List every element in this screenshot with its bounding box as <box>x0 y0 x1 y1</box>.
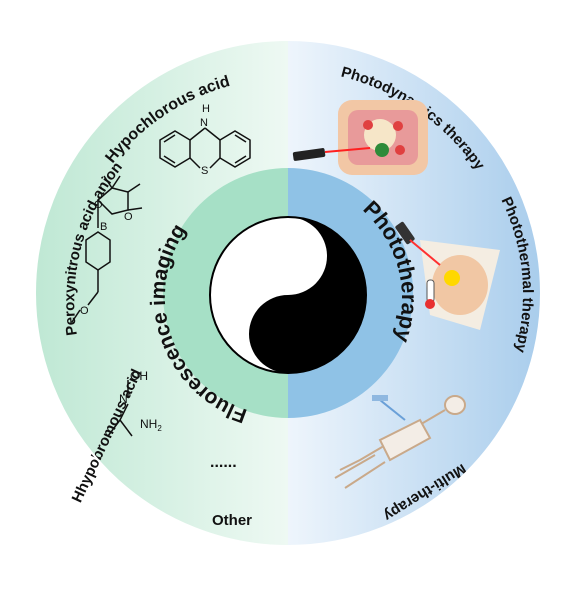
photothermal-illustration <box>395 221 500 330</box>
chem-b: B <box>100 221 107 233</box>
chem-s: S <box>201 165 208 177</box>
chem-oh: OH <box>130 369 148 383</box>
chem-o-methoxy: O <box>80 305 89 317</box>
chem-n: N <box>200 117 208 129</box>
boronate-ester-structure <box>71 175 143 323</box>
multi-therapy-illustration <box>334 395 466 489</box>
chem-h: H <box>202 103 210 115</box>
chem-nh2: NH2 <box>140 417 162 433</box>
chem-o1: O <box>94 199 103 211</box>
yin-yang-symbol <box>209 216 367 374</box>
ellipsis: ...... <box>210 454 237 471</box>
outer-border <box>34 39 542 547</box>
phenothiazine-structure <box>159 127 251 169</box>
photodynamic-illustration <box>292 100 428 175</box>
left-half-disc <box>35 40 288 546</box>
label-other: Other <box>212 512 252 529</box>
chem-n-oxime: N <box>119 392 128 406</box>
chem-o2: O <box>124 211 133 223</box>
amidoxime-structure <box>107 380 133 437</box>
